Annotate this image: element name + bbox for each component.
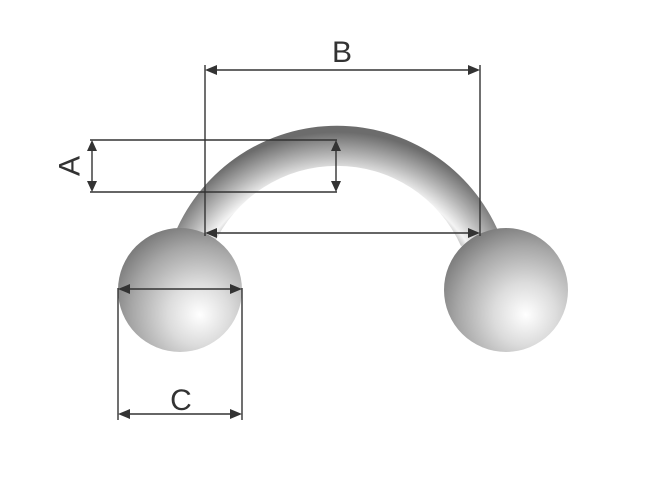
arrowhead (118, 409, 130, 419)
dimension-label-b: B (332, 36, 352, 69)
arrowhead (87, 140, 97, 151)
arrowhead (331, 140, 341, 151)
dimension-a: A (54, 139, 341, 193)
dimension-label-c: C (170, 384, 192, 417)
arrowhead (230, 284, 242, 294)
right-ball (444, 228, 568, 352)
arrowhead (331, 181, 341, 192)
arrowhead (468, 65, 480, 75)
arrowhead (205, 65, 217, 75)
curved-bar (175, 125, 499, 246)
dimension-c: C (117, 284, 243, 420)
arrowhead (468, 228, 480, 238)
arrowhead (205, 228, 217, 238)
dimension-b: B (204, 36, 481, 238)
left-ball (118, 228, 242, 352)
arrowhead (118, 284, 130, 294)
dimension-label-a: A (54, 156, 87, 176)
arrowhead (87, 181, 97, 192)
arrowhead (230, 409, 242, 419)
